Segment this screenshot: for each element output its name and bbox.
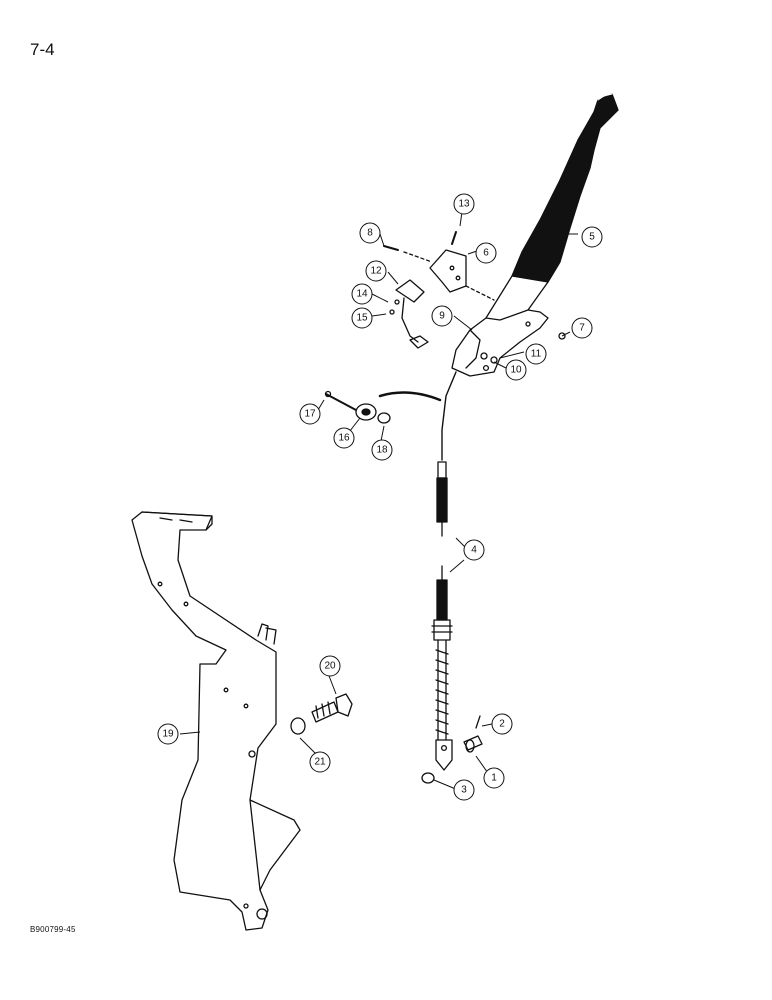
cable-lower [431, 565, 453, 771]
callout-9: 9 [431, 305, 453, 327]
callout-3-label: 3 [461, 785, 467, 796]
cable-upper [378, 371, 457, 537]
callout-18-label: 18 [376, 445, 388, 456]
washer-3 [421, 772, 435, 784]
callout-7: 7 [571, 317, 593, 339]
callout-20: 20 [319, 655, 341, 677]
callout-19-label: 19 [162, 729, 174, 740]
callout-6: 6 [475, 242, 497, 264]
callout-12-label: 12 [370, 266, 382, 277]
callout-20-label: 20 [324, 661, 336, 672]
nut-18 [377, 412, 391, 424]
mounting-bracket-19 [131, 511, 301, 931]
callout-17: 17 [299, 403, 321, 425]
callout-3: 3 [453, 779, 475, 801]
callout-11: 11 [525, 343, 547, 365]
callout-16-label: 16 [338, 433, 350, 444]
callout-13-label: 13 [458, 199, 470, 210]
brake-handle-grip [511, 93, 619, 283]
cotter-pin-2 [475, 715, 481, 729]
callout-7-label: 7 [579, 323, 585, 334]
callout-2: 2 [491, 713, 513, 735]
assembly-guide-lines [403, 251, 495, 301]
bolt-20 [311, 693, 353, 723]
bracket-6 [429, 249, 467, 293]
callout-10-label: 10 [510, 365, 522, 376]
brake-lever-arm [451, 275, 549, 377]
callouts: 1 2 3 4 5 6 7 8 9 10 11 12 13 14 15 16 1… [157, 193, 603, 801]
callout-1-label: 1 [491, 773, 497, 784]
callout-5-label: 5 [589, 232, 595, 243]
washer-21 [290, 717, 306, 735]
callout-8: 8 [359, 222, 381, 244]
callout-6-label: 6 [483, 248, 489, 259]
callout-11-label: 11 [531, 349, 542, 360]
callout-14: 14 [351, 283, 373, 305]
callout-18: 18 [371, 439, 393, 461]
callout-16: 16 [333, 427, 355, 449]
callout-15: 15 [351, 307, 373, 329]
bolt-17 [324, 390, 357, 411]
spring-clip-12 [395, 279, 429, 349]
callout-21: 21 [309, 751, 331, 773]
callout-9-label: 9 [439, 311, 445, 322]
callout-4-label: 4 [471, 545, 477, 556]
callout-10: 10 [505, 359, 527, 381]
callout-17-label: 17 [304, 409, 316, 420]
bushing-16 [355, 403, 377, 421]
callout-21-label: 21 [314, 757, 326, 768]
callout-4: 4 [463, 539, 485, 561]
callout-12: 12 [365, 260, 387, 282]
clevis-pin-1 [463, 735, 483, 753]
callout-8-label: 8 [367, 228, 373, 239]
small-hardware [383, 231, 566, 364]
figure-code: B900799-45 [30, 925, 76, 934]
callout-15-label: 15 [356, 313, 368, 324]
callout-1: 1 [483, 767, 505, 789]
callout-13: 13 [453, 193, 475, 215]
page-number: 7-4 [30, 40, 55, 59]
callout-5: 5 [581, 226, 603, 248]
callout-14-label: 14 [356, 289, 368, 300]
callout-2-label: 2 [499, 719, 505, 730]
callout-19: 19 [157, 723, 179, 745]
